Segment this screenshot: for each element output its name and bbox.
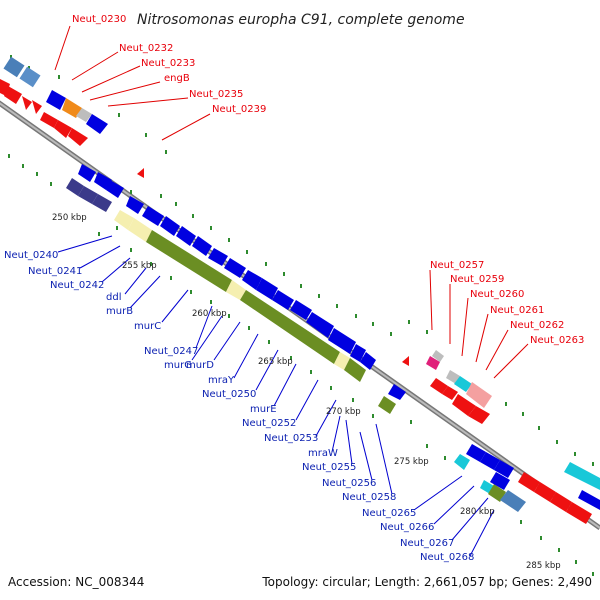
gene-label-neut-0262: Neut_0262: [510, 320, 564, 331]
cog-track-middle: [66, 178, 396, 414]
gene-label-neut-0267: Neut_0267: [400, 538, 454, 549]
gene-label-mraw: mraW: [308, 448, 338, 459]
gene-label-murg: murG: [164, 360, 192, 371]
gene-label-neut-0255: Neut_0255: [302, 462, 356, 473]
genome-title: Nitrosomonas europha C91, complete genom…: [137, 12, 465, 28]
gene-label-neut-0257: Neut_0257: [430, 260, 484, 271]
gene-label-neut-0268: Neut_0268: [420, 552, 474, 563]
gene-track-middle-blue: [78, 164, 406, 400]
gene-labels-red: Neut_0230 Neut_0232 Neut_0233 engB Neut_…: [72, 14, 584, 346]
gene-label-mray: mraY: [208, 375, 235, 386]
gene-label-neut-0250: Neut_0250: [202, 389, 256, 400]
leader-lines-blue: [57, 235, 495, 557]
gene-label-neut-0232: Neut_0232: [119, 43, 173, 54]
accession-label: Accession: NC_008344: [8, 575, 144, 589]
gene-label-murc: murC: [134, 321, 161, 332]
gene-label-neut-0258: Neut_0258: [342, 492, 396, 503]
cog-track-top: [3, 56, 41, 88]
gene-label-neut-0239: Neut_0239: [212, 104, 266, 115]
gene-track-top-red: [0, 79, 88, 146]
gene-label-murd: murD: [186, 360, 214, 371]
gene-track-right: [426, 350, 600, 524]
gene-label-neut-0233: Neut_0233: [141, 58, 195, 69]
gene-label-neut-0241: Neut_0241: [28, 266, 82, 277]
marker-red: [137, 168, 409, 366]
topology-label: Topology: circular; Length: 2,661,057 bp…: [261, 575, 592, 589]
gene-labels-blue: Neut_0240 Neut_0241 Neut_0242 ddl murB m…: [4, 250, 474, 563]
gene-label-neut-0247: Neut_0247: [144, 346, 198, 357]
tick-label-260: 260 kbp: [192, 309, 227, 319]
gc-dot-track: [8, 55, 594, 576]
gene-label-neut-0242: Neut_0242: [50, 280, 104, 291]
tick-label-275: 275 kbp: [394, 457, 429, 467]
gene-label-neut-0265: Neut_0265: [362, 508, 416, 519]
gene-label-neut-0261: Neut_0261: [490, 305, 544, 316]
gene-label-murb: murB: [106, 306, 133, 317]
leader-lines-red: [54, 25, 529, 379]
tick-label-265: 265 kbp: [258, 357, 293, 367]
gene-label-neut-0253: Neut_0253: [264, 433, 318, 444]
gene-label-neut-0260: Neut_0260: [470, 289, 524, 300]
gene-label-neut-0263: Neut_0263: [530, 335, 584, 346]
tick-label-250: 250 kbp: [52, 213, 87, 223]
tick-label-255: 255 kbp: [122, 261, 157, 271]
gene-label-neut-0256: Neut_0256: [322, 478, 376, 489]
position-ticks: 250 kbp 255 kbp 260 kbp 265 kbp 270 kbp …: [52, 213, 561, 571]
tick-label-270: 270 kbp: [326, 407, 361, 417]
tick-label-280: 280 kbp: [460, 507, 495, 517]
gene-label-neut-0259: Neut_0259: [450, 274, 504, 285]
gene-label-ddl: ddl: [106, 292, 121, 303]
gene-label-neut-0230: Neut_0230: [72, 14, 126, 25]
gene-track-top-blue: [46, 90, 108, 134]
gene-label-neut-0266: Neut_0266: [380, 522, 434, 533]
gene-label-neut-0235: Neut_0235: [189, 89, 243, 100]
gene-label-engb: engB: [164, 73, 190, 84]
gene-label-mure: murE: [250, 404, 277, 415]
tick-label-285: 285 kbp: [526, 561, 561, 571]
gene-label-neut-0252: Neut_0252: [242, 418, 296, 429]
gene-label-neut-0240: Neut_0240: [4, 250, 58, 261]
